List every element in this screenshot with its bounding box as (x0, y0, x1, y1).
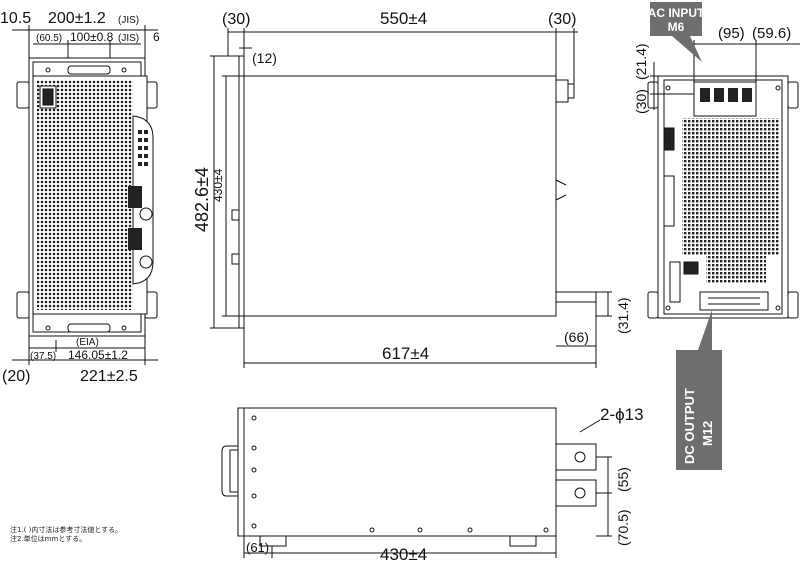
front-view-labels: 10.5 200±1.2 (JIS) (60.5) 100±0.8 (JIS) … (0, 10, 160, 385)
front-dim-eia: (EIA) (76, 337, 99, 348)
side-dim-31-4: (31.4) (615, 297, 631, 334)
ac-input-size: M6 (668, 20, 685, 34)
front-dim-6: 6 (153, 30, 160, 44)
front-dim-200-unit: (JIS) (118, 15, 139, 26)
rear-dim-59-6: (59.6) (752, 25, 791, 42)
top-hole-label: 2-ϕ13 (600, 405, 644, 424)
side-dim-430: 430±4 (211, 168, 225, 202)
front-dim-10-5: 10.5 (0, 10, 31, 27)
side-dim-66: (66) (564, 329, 589, 345)
ac-input-label: AC INPUT (648, 6, 705, 20)
dc-output-label: DC OUTPUT (682, 388, 697, 464)
side-dim-30-right: (30) (548, 11, 576, 28)
rear-view (647, 40, 800, 319)
front-dim-37-5: (37.5) (30, 351, 56, 362)
note-line-1: 注1.( )内寸法は参考寸法値とする。 (10, 526, 123, 534)
note-line-2: 注2.単位はmmとする。 (10, 535, 87, 543)
side-dim-482-6: 482.6±4 (192, 167, 212, 232)
rear-dim-21-4: (21.4) (633, 43, 649, 80)
side-dim-617: 617±4 (382, 344, 429, 363)
front-dim-146: 146.05±1.2 (68, 348, 128, 362)
front-dim-221: 221±2.5 (80, 368, 138, 385)
front-dim-100: 100±0.8 (70, 30, 114, 44)
dc-output-size: M12 (700, 421, 715, 446)
top-dim-55: (55) (615, 467, 631, 492)
front-dim-20: (20) (2, 368, 30, 385)
rear-view-labels: (95) (59.6) (30) (21.4) (633, 25, 791, 114)
side-dim-30-left: (30) (222, 11, 250, 28)
top-dim-70-5: (70.5) (615, 509, 631, 546)
front-dim-200: 200±1.2 (48, 10, 106, 27)
side-dim-550: 550±4 (380, 9, 427, 28)
front-dim-100-unit: (JIS) (118, 33, 139, 44)
notes: 注1.( )内寸法は参考寸法値とする。 注2.単位はmmとする。 (10, 526, 122, 544)
dc-output-callout: DC OUTPUT M12 (676, 310, 722, 470)
top-dim-430: 430±4 (380, 545, 427, 564)
ac-input-callout: AC INPUT M6 (648, 2, 705, 62)
rear-dim-30: (30) (633, 89, 649, 114)
front-dim-60-5: (60.5) (36, 33, 62, 44)
side-view-labels: (30) 550±4 (30) (12) 482.6±4 430±4 (66) … (192, 9, 631, 363)
top-view-labels: 2-ϕ13 (55) (70.5) (61) 430±4 (246, 405, 644, 564)
top-dim-61: (61) (246, 540, 269, 555)
rear-dim-95: (95) (718, 25, 745, 42)
front-view (12, 25, 158, 365)
side-view (210, 28, 612, 368)
top-view (221, 407, 612, 558)
side-dim-12: (12) (252, 50, 277, 66)
